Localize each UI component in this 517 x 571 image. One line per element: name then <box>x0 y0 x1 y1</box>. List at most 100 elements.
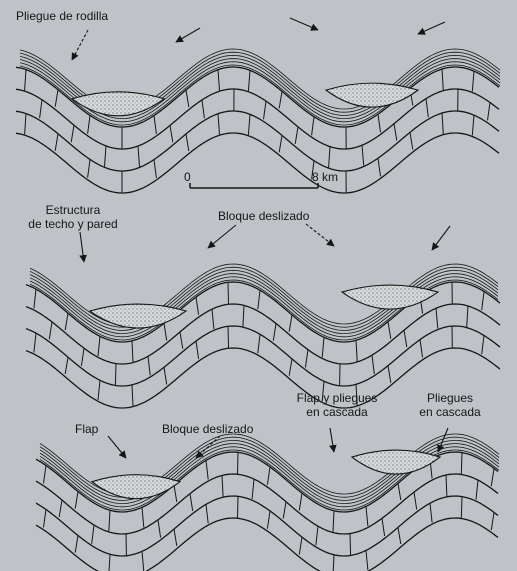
bed-joint <box>488 102 491 120</box>
bed-joint <box>71 125 74 142</box>
bed-joint <box>206 504 208 523</box>
bed-joint <box>34 333 36 352</box>
arrow-8 <box>432 226 450 250</box>
scale-end-label: 8 km <box>312 170 338 184</box>
bed-joint <box>252 479 254 499</box>
bed-joint <box>186 134 189 151</box>
bed-joint <box>158 520 161 538</box>
bed-joint <box>55 90 58 107</box>
bed-joint <box>472 71 474 91</box>
bed-joint <box>299 493 302 510</box>
bed-joint <box>420 340 423 358</box>
bed-joint <box>218 70 220 91</box>
bed-joint <box>378 114 381 132</box>
bed-joint <box>238 496 239 518</box>
bed-joint <box>264 101 267 119</box>
bed-joint <box>202 100 204 118</box>
arrow-6 <box>208 225 236 248</box>
bed-joint <box>472 115 474 135</box>
bed-joint <box>109 554 110 571</box>
sediment-infill-1 <box>92 475 180 499</box>
bed-joint <box>34 289 36 308</box>
bed-joint <box>75 492 78 509</box>
bed-joint <box>426 99 428 118</box>
bed-joint <box>44 509 47 527</box>
bed-joint <box>366 550 368 570</box>
bed-joint <box>40 100 42 118</box>
bed-joint <box>49 322 52 339</box>
bed-joint <box>132 341 133 362</box>
bed-joint <box>491 468 494 486</box>
cross-section-1 <box>16 49 500 193</box>
arrow-9 <box>108 436 126 458</box>
bed-joint <box>164 323 167 340</box>
bed-joint <box>180 332 183 349</box>
bed-joint <box>196 297 199 315</box>
sediment-infill-2 <box>352 450 440 474</box>
bed-joint <box>482 291 484 310</box>
bed-joint <box>289 359 292 376</box>
arrow-1 <box>72 30 88 60</box>
bed-joint <box>222 475 223 496</box>
bed-joint <box>92 525 94 544</box>
bed-joint <box>329 147 330 168</box>
bed-joint <box>273 324 276 341</box>
bed-joint <box>44 465 47 483</box>
bed-joint <box>218 114 220 135</box>
bed-boundary-4 <box>16 133 499 193</box>
bed-joint <box>248 114 250 135</box>
label-bloque-deslizado-1: Bloque deslizado <box>218 209 309 223</box>
arrow-7 <box>306 224 334 246</box>
bed-joint <box>258 334 260 353</box>
bed-joint <box>98 336 100 356</box>
bed-joint <box>279 91 282 108</box>
bed-joint <box>436 308 438 328</box>
bed-joint <box>142 551 144 571</box>
bed-joint <box>446 475 447 497</box>
bed-joint <box>206 460 208 479</box>
cross-section-3 <box>36 434 499 571</box>
bed-joint <box>55 134 58 151</box>
bed-joint <box>322 337 324 357</box>
bed-joint <box>196 341 199 359</box>
bed-joint <box>491 512 494 530</box>
bed-joint <box>75 536 78 553</box>
bed-joint <box>228 282 229 304</box>
bed-joint <box>142 507 144 527</box>
bed-joint <box>305 350 308 368</box>
bed-joint <box>174 485 177 502</box>
bed-joint <box>283 502 286 519</box>
bed-joint <box>398 483 401 500</box>
bed-joint <box>350 534 351 556</box>
label-flap: Flap <box>75 422 98 436</box>
bed-joint <box>98 380 100 400</box>
arrow-3 <box>290 18 318 30</box>
bed-joint <box>267 511 270 529</box>
bed-joint <box>25 114 26 135</box>
bed-joint <box>148 356 150 375</box>
bed-joint <box>476 480 478 500</box>
bed-joint <box>410 132 413 149</box>
bed-joint <box>132 385 133 406</box>
bed-joint <box>388 322 391 339</box>
label-estructura-techo-pared: Estructura de techo y pared <box>18 203 128 231</box>
sediment-infill-1 <box>90 304 186 328</box>
bed-joint <box>65 313 68 330</box>
sediment-infill-2 <box>342 285 438 309</box>
arrow-5 <box>80 232 84 262</box>
bed-joint <box>243 305 244 326</box>
bed-joint <box>388 366 391 383</box>
bed-joint <box>366 506 368 526</box>
bed-joint <box>461 453 462 475</box>
bed-joint <box>115 364 116 386</box>
bed-joint <box>154 116 156 134</box>
bed-joint <box>238 452 239 474</box>
bed-joint <box>190 494 193 511</box>
bed-joint <box>442 113 443 134</box>
bed-joint <box>333 511 334 532</box>
bed-joint <box>398 527 401 544</box>
bed-joint <box>316 526 318 545</box>
bed-joint <box>212 309 214 329</box>
